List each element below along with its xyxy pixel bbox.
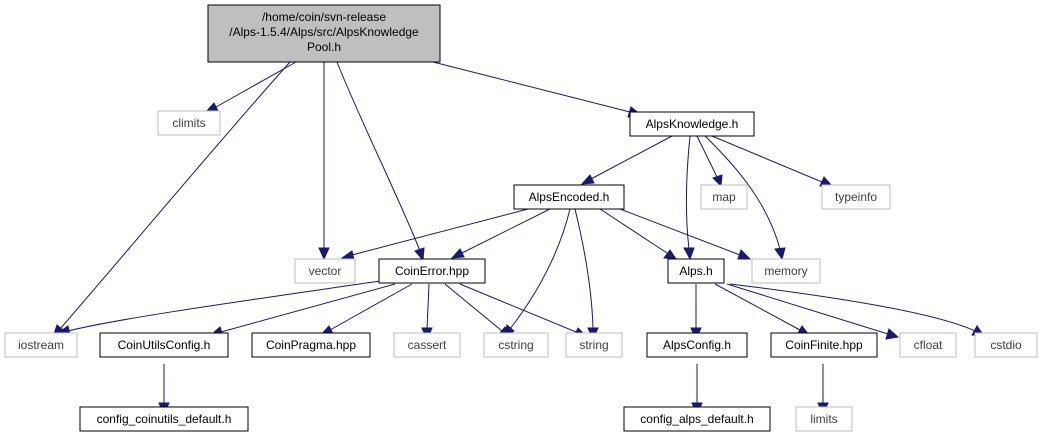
edge-alpsencoded-vector — [351, 208, 529, 256]
node-cstring[interactable]: cstring — [483, 332, 549, 358]
edge-alpsencoded-memory — [619, 208, 741, 256]
arrow-alpsknowledge-alps — [683, 247, 695, 261]
edge-alpsknowledge-alpsencoded — [590, 135, 673, 180]
node-label: CoinError.hpp — [395, 264, 469, 278]
node-coinutilsconfig[interactable]: CoinUtilsConfig.h — [99, 332, 229, 358]
node-alpsconfig[interactable]: AlpsConfig.h — [646, 332, 748, 358]
arrow-alpsencoded-memory — [737, 249, 752, 260]
node-label: limits — [810, 412, 837, 426]
node-iostream[interactable]: iostream — [4, 332, 78, 358]
node-label: AlpsEncoded.h — [529, 190, 610, 204]
node-coinpragma[interactable]: CoinPragma.hpp — [251, 332, 371, 358]
node-label: CoinUtilsConfig.h — [118, 338, 211, 352]
edge-alps-cstdio — [729, 283, 976, 332]
arrow-alpsknowledge-memory — [774, 247, 786, 261]
arrow-alpsencoded — [580, 174, 595, 185]
arrow-alpsencoded-alps — [663, 249, 677, 260]
edge-arrowheads — [52, 102, 986, 416]
node-alpsencoded[interactable]: AlpsEncoded.h — [513, 184, 625, 210]
edge-coinerror-cassert — [426, 283, 430, 330]
node-config-coinutils-default[interactable]: config_coinutils_default.h — [79, 406, 249, 432]
node-coinerror[interactable]: CoinError.hpp — [378, 258, 486, 284]
node-label: vector — [309, 264, 342, 278]
node-label: cfloat — [914, 338, 943, 352]
dependency-nodes: /home/coin/svn-release /Alps-1.5.4/Alps/… — [4, 4, 1038, 432]
node-alpsknowledge[interactable]: AlpsKnowledge.h — [629, 111, 755, 137]
node-label: cassert — [408, 338, 447, 352]
edge-coinerror-coinpragma — [329, 283, 413, 331]
edge-coinerror-cstring — [444, 283, 503, 332]
edge-alpsencoded-alps — [599, 208, 668, 254]
node-label: memory — [764, 264, 807, 278]
node-label: iostream — [18, 338, 64, 352]
node-label: config_coinutils_default.h — [97, 412, 232, 426]
node-climits[interactable]: climits — [157, 110, 221, 136]
node-cassert[interactable]: cassert — [393, 332, 461, 358]
node-label: cstring — [498, 338, 533, 352]
edge-alpsknowledge-alps — [685, 135, 691, 250]
root-line-2: /Alps-1.5.4/Alps/src/AlpsKnowledge — [229, 25, 419, 39]
edge-root-alpsknowledge — [432, 61, 631, 113]
root-line-1: /home/coin/svn-release — [262, 10, 386, 24]
arrow-alpsencoded-coinerror — [450, 248, 465, 259]
edge-alpsknowledge-typeinfo — [711, 135, 823, 183]
node-config-alps-default[interactable]: config_alps_default.h — [623, 406, 771, 432]
edge-alpsencoded-cstring — [509, 208, 571, 330]
node-label: CoinFinite.hpp — [785, 338, 863, 352]
edge-coinerror-string — [459, 283, 577, 333]
arrow-coinerror — [414, 247, 425, 262]
node-alps[interactable]: Alps.h — [667, 258, 725, 284]
node-label: string — [579, 338, 608, 352]
edge-alps-cfloat — [726, 283, 889, 335]
root-line-3: Pool.h — [307, 40, 341, 54]
edge-alpsencoded-string — [574, 208, 594, 330]
node-memory[interactable]: memory — [751, 258, 821, 284]
node-vector[interactable]: vector — [294, 258, 356, 284]
node-root-file: /home/coin/svn-release /Alps-1.5.4/Alps/… — [207, 4, 441, 63]
node-label: typeinfo — [835, 190, 877, 204]
edge-coinerror-iostream — [67, 280, 381, 332]
arrow-map — [712, 174, 723, 188]
node-label: cstdio — [990, 338, 1022, 352]
dependency-edges — [59, 61, 976, 404]
node-label: AlpsConfig.h — [663, 338, 731, 352]
arrow-vector — [318, 247, 330, 261]
node-label: climits — [172, 116, 205, 130]
node-coinfinite[interactable]: CoinFinite.hpp — [770, 332, 878, 358]
node-label: AlpsKnowledge.h — [646, 117, 739, 131]
node-cstdio[interactable]: cstdio — [974, 332, 1038, 358]
edge-alpsencoded-coinerror — [461, 208, 551, 254]
node-cfloat[interactable]: cfloat — [899, 332, 957, 358]
node-map[interactable]: map — [700, 184, 748, 210]
edge-alpsknowledge-map — [696, 135, 718, 178]
node-typeinfo[interactable]: typeinfo — [821, 184, 891, 210]
node-label: CoinPragma.hpp — [266, 338, 356, 352]
node-label: map — [712, 190, 736, 204]
edge-alpsknowledge-memory — [704, 135, 781, 250]
node-string[interactable]: string — [565, 332, 623, 358]
edge-root-iostream — [59, 61, 291, 330]
node-limits[interactable]: limits — [795, 406, 853, 432]
edge-root-coinerror — [336, 61, 421, 252]
node-label: Alps.h — [679, 264, 712, 278]
node-label: config_alps_default.h — [640, 412, 753, 426]
edge-alps-coinfinite — [714, 283, 801, 331]
edge-coinerror-coinutilsconfig — [220, 283, 396, 333]
arrow-alps-cfloat — [885, 328, 900, 340]
